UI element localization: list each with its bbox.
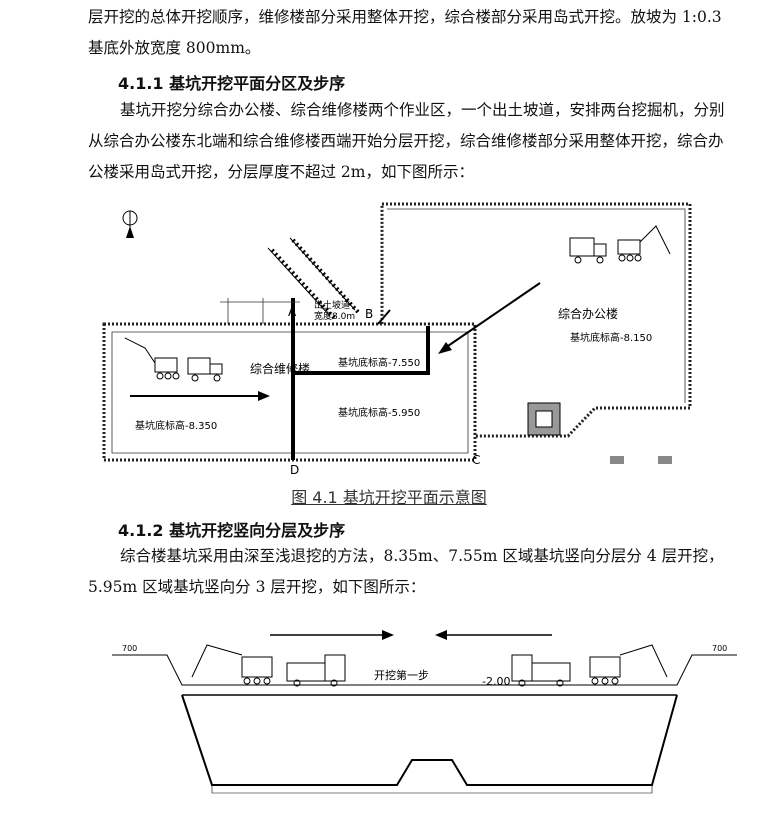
point-c-label: C <box>472 453 480 467</box>
right-top-elevation: 700 <box>712 644 727 653</box>
excavation-direction-arrows <box>270 630 552 640</box>
section-heading: 4.1.1 基坑开挖平面分区及步序 <box>118 74 346 93</box>
left-top-elevation: 700 <box>122 644 137 653</box>
excavator-icon <box>124 337 180 380</box>
truck-icon <box>187 357 223 382</box>
zone-755-label: 基坑底标高-7.550 <box>338 356 420 369</box>
truck-icon <box>511 654 571 687</box>
paragraph-line: 层开挖的总体开挖顺序，维修楼部分采用整体开挖，综合楼部分采用岛式开挖。放坡为 1… <box>88 8 722 26</box>
repair-pit-outline <box>102 322 477 462</box>
north-arrow-icon <box>122 210 138 238</box>
office-elevation-label: 基坑底标高-8.150 <box>570 331 652 344</box>
body-paragraph: 综合楼基坑采用由深至浅退挖的方法，8.35m、7.55m 区域基坑竖向分层分 4… <box>88 547 724 596</box>
body-paragraph: 基坑开挖分综合办公楼、综合维修楼两个作业区，一个出土坡道，安排两台挖掘机，分别从… <box>88 101 725 181</box>
legend <box>610 456 672 464</box>
figure-caption: 图 4.1 基坑开挖平面示意图 <box>291 488 487 507</box>
zone-595-label: 基坑底标高-5.950 <box>338 406 420 419</box>
section-heading: 4.1.2 基坑开挖竖向分层及步序 <box>118 521 346 540</box>
truck-icon <box>569 237 607 264</box>
point-b-label: B <box>365 307 373 321</box>
step-label: 开挖第一步 <box>374 668 429 682</box>
point-d-label: D <box>290 463 299 477</box>
repair-elevation-label: 基坑底标高-8.350 <box>135 419 217 432</box>
ramp-label: 出土坡道 <box>314 299 350 311</box>
point-a-label: A <box>288 305 297 319</box>
pit-symbol <box>527 402 561 436</box>
ramp-width-label: 宽度8.0m <box>314 310 355 322</box>
excavation-plan-figure: 综合办公楼 基坑底标高-8.150 综合维修楼 基坑底标高-8.350 基坑底标… <box>102 202 692 477</box>
ramp <box>267 237 360 322</box>
repair-label: 综合维修楼 <box>250 361 310 376</box>
truck-icon <box>286 654 346 687</box>
excavator-icon <box>617 225 671 262</box>
excavator-icon <box>191 644 273 685</box>
level-label: -2.00 <box>482 675 510 688</box>
excavator-icon <box>589 644 668 685</box>
office-label: 综合办公楼 <box>558 306 618 321</box>
excavation-section-figure: 700 700 开挖第一步 -2.00 <box>112 630 737 794</box>
pit-profile <box>181 694 678 786</box>
excavation-direction-arrows <box>130 282 541 401</box>
paragraph-line: 基底外放宽度 800mm。 <box>88 39 261 57</box>
